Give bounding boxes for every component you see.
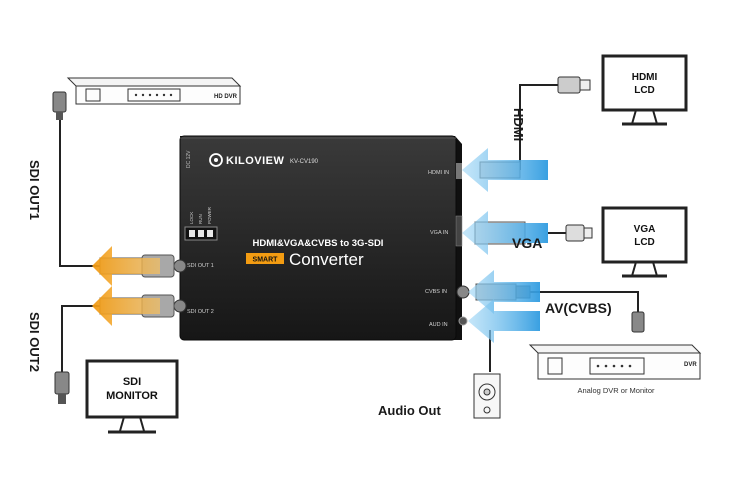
hdmi-lcd-label-line1: HDMI: [632, 72, 658, 83]
vga-port: [455, 215, 463, 247]
label-sdi-out1: SDI OUT1: [27, 160, 42, 220]
smart-badge-text: SMART: [253, 257, 279, 264]
led-label-power: POWER: [207, 206, 212, 224]
sdi-connector-bottom: [54, 371, 70, 404]
vga-lcd-label-line1: VGA: [634, 224, 656, 235]
vga-lcd-label-line2: LCD: [634, 237, 655, 248]
hdmi-in-arrow: [462, 148, 548, 192]
cvbs-cable: [528, 291, 639, 312]
hdmi-lcd-device: HDMI LCD: [601, 54, 688, 126]
kiloview-logo-icon: [209, 153, 223, 167]
vga-plug: [565, 224, 593, 242]
port-label-cvbs-in: CVBS IN: [425, 289, 447, 295]
analog-dvr-caption: Analog DVR or Monitor: [577, 386, 655, 395]
cvbs-connector: [631, 311, 645, 333]
led-label-lock: LOCK: [189, 212, 194, 224]
port-label-audio-in: AUD IN: [429, 322, 448, 328]
cvbs-in-arrow: [468, 270, 540, 314]
vga-lcd-device: VGA LCD: [601, 206, 688, 278]
port-label-sdi-out1: SDI OUT 1: [187, 263, 214, 269]
hdmi-lcd-label-line2: LCD: [634, 85, 655, 96]
label-av-cvbs: AV(CVBS): [545, 300, 612, 316]
led-indicator: [207, 230, 213, 237]
hdmi-plug: [557, 76, 591, 94]
led-label-run: RUN: [198, 214, 203, 224]
sdi-out2-cable: [61, 305, 100, 372]
sdi-out2-arrow: [92, 286, 160, 326]
device-title-line: HDMI&VGA&CVBS to 3G-SDI: [253, 238, 384, 249]
sdi-monitor-label-line2: MONITOR: [106, 390, 158, 402]
port-label-hdmi-in: HDMI IN: [428, 170, 449, 176]
cvbs-port: [456, 285, 470, 299]
hdmi-port: [456, 163, 462, 179]
sdi-monitor-device: SDI MONITOR: [85, 359, 179, 434]
audio-port: [458, 316, 468, 326]
converter-box: KILOVIEW KV-CV190 DC 12V LOCK RUN POWER …: [173, 135, 470, 341]
sdi-out1-port: [173, 259, 187, 273]
label-vga: VGA: [512, 235, 542, 251]
port-label-sdi-out2: SDI OUT 2: [187, 309, 214, 315]
power-label: DC 12V: [186, 150, 192, 168]
hdmi-cable: [519, 84, 560, 170]
dvr-device: DVR: [528, 344, 702, 380]
sdi-out1-cable: [59, 118, 100, 267]
sdi-out1-arrow: [92, 246, 160, 286]
led-indicator: [189, 230, 195, 237]
brand-name: KILOVIEW: [226, 155, 285, 167]
hd-dvr-device: HD DVR: [66, 77, 242, 105]
model-name: KV-CV190: [290, 159, 319, 165]
audio-in-arrow: [468, 299, 540, 343]
hd-dvr-label: HD DVR: [214, 94, 238, 100]
label-sdi-out2: SDI OUT2: [27, 312, 42, 372]
port-label-vga-in: VGA IN: [430, 230, 448, 236]
sdi-out2-port: [173, 299, 187, 313]
sdi-connector-top: [52, 91, 67, 120]
led-indicator: [198, 230, 204, 237]
vga-in-arrow: [462, 211, 548, 255]
label-hdmi: HDMI: [511, 108, 526, 141]
label-audio-out: Audio Out: [378, 403, 441, 418]
product-name: Converter: [289, 250, 364, 269]
dvr-label: DVR: [684, 362, 697, 368]
audio-out-device: [473, 373, 501, 419]
sdi-monitor-label-line1: SDI: [123, 376, 141, 388]
smart-badge: [246, 253, 284, 264]
